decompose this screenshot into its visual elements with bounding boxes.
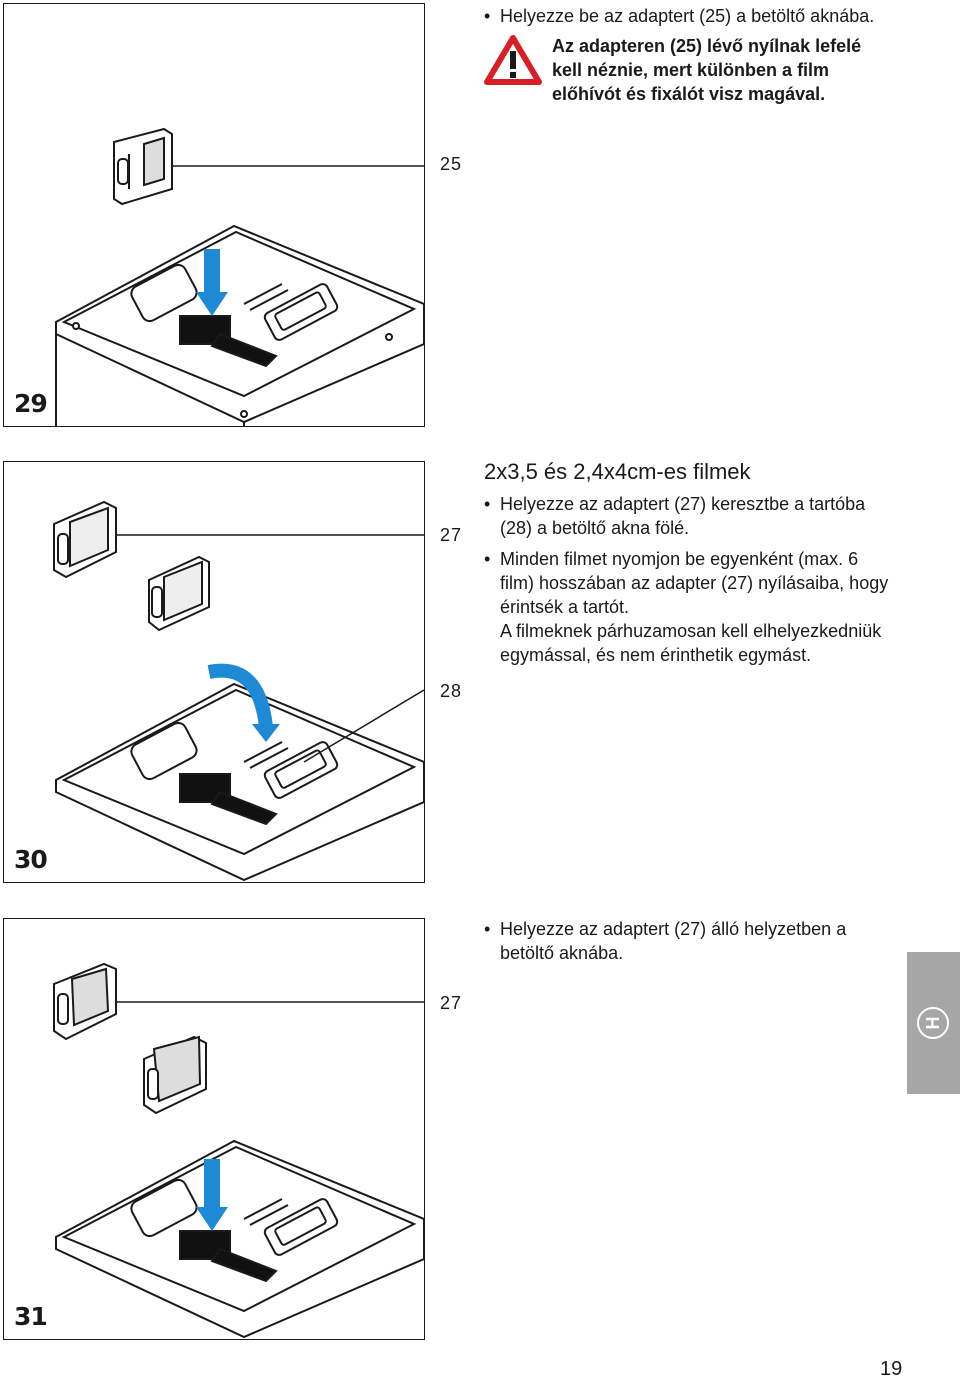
down-arrow-icon [196,249,228,316]
bullet-text: Helyezze be az adaptert (25) a betöltő a… [500,6,875,26]
figure-number: 29 [14,389,48,418]
bullet-line: betöltő aknába. [500,943,624,963]
processor-body-drawing [55,1139,424,1339]
bullet-line: (28) a betöltő akna fölé. [500,518,690,538]
processor-body-drawing [55,682,424,882]
bullet-line: A filmeknek párhuzamosan kell elhelyezke… [500,621,882,641]
figure-31-illustration [53,962,424,1339]
language-tab: H [907,952,960,1094]
figure-30: 30 [3,461,425,883]
warning-line: Az adapteren (25) lévő nyílnak lefelé [552,36,862,56]
callout-27: 27 [440,525,463,545]
figure-30-illustration [53,500,424,882]
bullet-line: Minden filmet nyomjon be egyenként (max.… [500,549,859,569]
figure-31: 31 [3,918,425,1340]
bullet-line: egymással, és nem érinthetik egymást. [500,645,812,665]
section1-text: • Helyezze be az adaptert (25) a betöltő… [484,4,944,106]
warning-text: Az adapteren (25) lévő nyílnak lefelé ke… [552,34,861,106]
section-heading: 2x3,5 és 2,4x4cm-es filmek [484,459,751,484]
callout-28: 28 [440,681,463,701]
page-number: 19 [880,1358,903,1380]
bullet-line: Helyezze az adaptert (27) álló helyzetbe… [500,919,847,939]
warning-block: Az adapteren (25) lévő nyílnak lefelé ke… [484,34,944,106]
processor-body-drawing [55,224,424,426]
adapter-27-films-drawing [53,962,207,1115]
bullet-press-films: • Minden filmet nyomjon be egyenként (ma… [484,549,889,665]
callout-25: 25 [440,154,463,174]
callout-27: 27 [440,993,463,1013]
warning-line: előhívót és fixálót visz magával. [552,84,826,104]
bullet-line: film) hosszában az adapter (27) nyílásai… [500,573,889,593]
warning-line: kell néznie, mert különben a film [552,60,830,80]
bullet-line: érintsék a tartót. [500,597,630,617]
section3-text: • Helyezze az adaptert (27) álló helyzet… [484,917,904,965]
callout-line-28 [303,689,424,763]
bullet-place-adapter: • Helyezze az adaptert (27) keresztbe a … [484,494,866,538]
adapter-27-drawing [53,500,210,632]
down-arrow-icon [196,1159,228,1231]
curved-arrow-icon [207,663,280,742]
adapter-25-drawing [113,127,173,206]
figure-29: 29 [3,3,425,427]
language-tab-letter: H [923,1017,943,1030]
bullet-insert-adapter: • Helyezze be az adaptert (25) a betöltő… [484,6,875,26]
figure-number: 30 [14,845,48,874]
figure-number: 31 [14,1302,48,1331]
section2-text: 2x3,5 és 2,4x4cm-es filmek • Helyezze az… [484,460,944,667]
figure-29-illustration [55,127,424,426]
warning-triangle-icon [484,35,542,85]
bullet-upright-adapter: • Helyezze az adaptert (27) álló helyzet… [484,919,847,963]
bullet-line: Helyezze az adaptert (27) keresztbe a ta… [500,494,866,514]
